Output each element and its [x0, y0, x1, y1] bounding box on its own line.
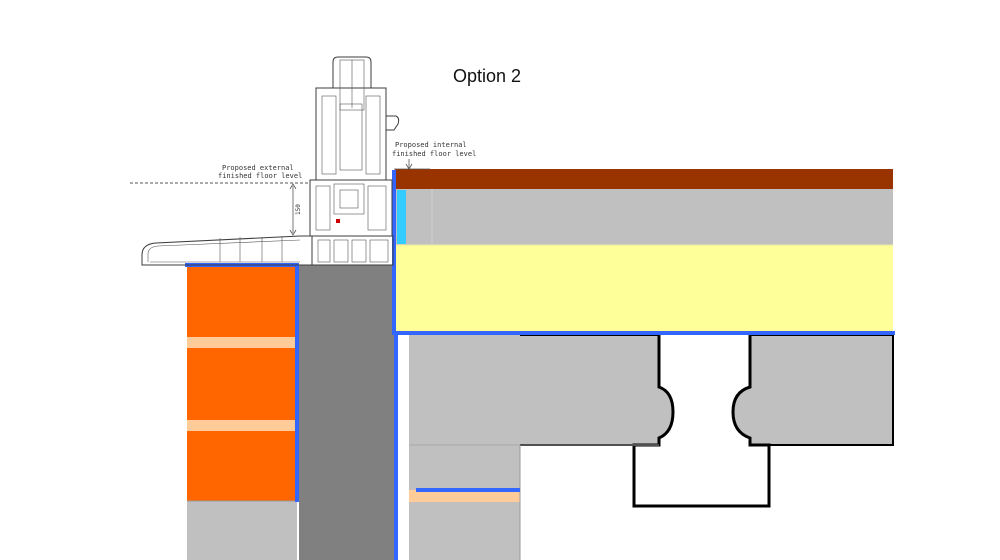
beam-outline — [632, 335, 771, 508]
inner-leaf-block-upper — [409, 335, 520, 490]
outer-leaf-lower-block — [187, 501, 297, 560]
sash-chamber-2 — [339, 103, 363, 171]
outer-leaf-brickwork — [187, 265, 297, 560]
external-level-label-2: finished floor level — [218, 172, 302, 180]
internal-level-annotation: Proposed internal finished floor level — [392, 141, 476, 170]
brick-course-3 — [187, 431, 297, 501]
infill-block-right — [731, 334, 894, 446]
brick-course-1 — [187, 265, 297, 337]
sash-handle-lug — [386, 115, 400, 131]
base-chamber-2 — [333, 239, 349, 263]
base-chamber-4 — [369, 239, 389, 263]
inner-leaf-mortar-joint — [409, 490, 520, 502]
sash-chamber-3 — [365, 95, 381, 175]
dimension-arrows — [289, 183, 297, 236]
brick-course-2 — [187, 348, 297, 420]
dimension-value: 150 — [295, 204, 302, 215]
base-chamber-1 — [317, 239, 331, 263]
inner-leaf-blockwork — [409, 335, 521, 560]
base-chamber-3 — [351, 239, 367, 263]
threshold-base — [311, 235, 394, 266]
door-threshold-profile — [141, 56, 400, 266]
glazing-unit — [332, 56, 372, 88]
external-sill — [141, 235, 313, 266]
external-level-label-1: Proposed external — [222, 164, 294, 172]
mortar-joint-1 — [187, 337, 297, 348]
inner-leaf-block-lower — [409, 502, 520, 560]
floor-finish-layer — [395, 169, 893, 189]
sash-chamber-1 — [321, 95, 337, 175]
frame-chamber-4 — [367, 185, 387, 231]
external-level-annotation: Proposed external finished floor level 1… — [130, 164, 310, 236]
frame-chamber-3 — [339, 189, 359, 209]
internal-level-label-1: Proposed internal — [395, 141, 467, 149]
drawing-title: Option 2 — [453, 66, 521, 86]
mortar-joint-2 — [187, 420, 297, 431]
door-sash — [315, 87, 387, 181]
frame-chamber-1 — [315, 185, 331, 231]
frame-gasket-marker — [336, 219, 340, 223]
sill-inner-line — [147, 239, 301, 262]
floor-buildup — [395, 169, 893, 333]
edge-insulation-strip — [397, 190, 406, 244]
frame-chamber-2 — [333, 183, 365, 215]
internal-level-label-2: finished floor level — [392, 150, 476, 158]
cavity-block — [299, 265, 396, 560]
insulation-layer — [395, 245, 893, 333]
screed-layer — [395, 189, 893, 245]
